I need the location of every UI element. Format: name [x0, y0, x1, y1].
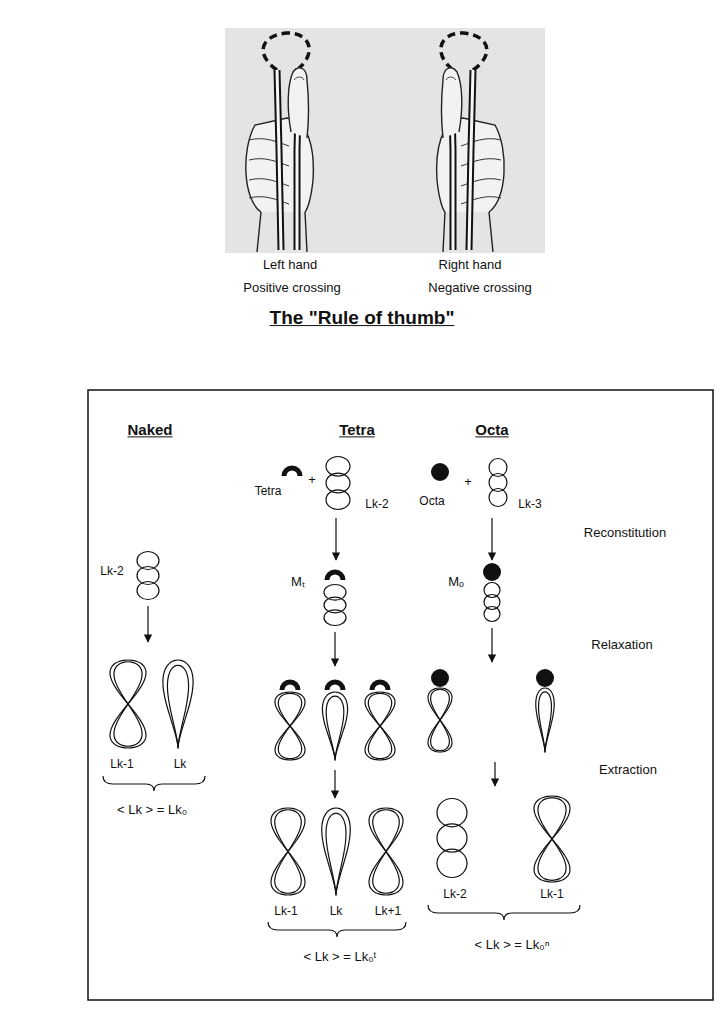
figure-eight-loop	[431, 689, 450, 750]
tetramer-symbol	[372, 682, 388, 690]
figure-label: +	[464, 475, 472, 490]
supercoil-loop	[326, 490, 350, 510]
figure-label: Extraction	[599, 763, 657, 778]
group-brace	[428, 905, 580, 920]
octamer-symbol	[483, 563, 501, 581]
figure-label: Lk-3	[518, 498, 541, 512]
figure-label: < Lk > = Lk₀ᵗ	[304, 950, 377, 965]
figure-label: Mₒ	[448, 575, 464, 590]
hand-figures	[246, 33, 504, 252]
figure-label: Lk-1	[274, 905, 297, 919]
figure-eight-loop	[275, 692, 305, 760]
photo-ground	[225, 28, 545, 253]
octamer-symbol	[431, 463, 449, 481]
figure-caption: The "Rule of thumb"	[270, 307, 455, 329]
supercoil-loop	[437, 849, 467, 877]
dna-figures	[103, 457, 580, 938]
figure-eight-loop	[534, 796, 570, 882]
step-arrow	[334, 770, 335, 798]
figure-eight-loop	[368, 693, 391, 758]
figure-eight-loop	[114, 662, 142, 746]
figure-label: Reconstitution	[584, 526, 666, 541]
tetramer-symbol	[284, 468, 300, 476]
supercoil-loop	[324, 597, 346, 613]
figure-label: Lk-1	[540, 888, 563, 902]
column-heading: Octa	[475, 421, 508, 438]
figure-eight-loop	[373, 810, 400, 894]
figure-label: Lk-2	[100, 565, 123, 579]
open-loop	[326, 696, 344, 760]
open-loop	[163, 660, 193, 748]
tetramer-symbol	[282, 682, 298, 690]
step-arrow	[491, 628, 492, 662]
figure-label: +	[308, 473, 316, 488]
hand	[437, 33, 505, 252]
figure-label: Lk+1	[375, 905, 401, 919]
open-loop	[322, 692, 347, 760]
supercoil-loop	[324, 610, 346, 626]
figure-label: Lk	[174, 758, 187, 772]
tetramer-symbol	[327, 572, 343, 580]
supercoil-loop	[489, 489, 507, 507]
step-arrow	[335, 518, 336, 560]
open-loop	[167, 665, 188, 748]
group-brace	[268, 922, 406, 937]
octamer-symbol	[431, 669, 449, 687]
column-heading: Tetra	[339, 421, 375, 438]
open-loop	[326, 813, 346, 895]
figure-label: Mₜ	[291, 575, 305, 590]
figure-label: Left hand	[263, 258, 317, 273]
supercoil-loop	[484, 595, 500, 610]
supercoil-loop	[484, 583, 500, 598]
figure-label: Lk-2	[365, 498, 388, 512]
open-loop	[322, 808, 350, 895]
figure-eight-loop	[538, 798, 566, 881]
supercoil-loop	[137, 582, 159, 600]
hand	[246, 33, 314, 252]
figure-label: < Lk > = Lk₀	[117, 803, 187, 818]
step-arrow	[494, 762, 495, 786]
figure-eight-loop	[428, 688, 452, 752]
figure-label: Positive crossing	[243, 281, 341, 296]
figure-label: Right hand	[439, 258, 502, 273]
supercoil-loop	[437, 824, 467, 852]
figure-eight-loop	[278, 693, 301, 758]
figure-label: < Lk > = Lk₀ⁿ	[475, 938, 550, 953]
column-heading: Naked	[127, 421, 172, 438]
figure-eight-loop	[365, 692, 395, 760]
figure-label: Lk	[330, 905, 343, 919]
open-loop	[539, 692, 552, 752]
panel-frame	[88, 390, 713, 1000]
group-brace	[103, 776, 205, 791]
open-loop	[536, 688, 554, 752]
figure-eight-loop	[271, 808, 305, 895]
supercoil-loop	[437, 799, 467, 827]
figure-label: Negative crossing	[428, 281, 531, 296]
supercoil-loop	[324, 585, 346, 601]
figure-label: Relaxation	[591, 638, 652, 653]
figure-eight-loop	[110, 660, 146, 748]
supercoil-loop	[484, 607, 500, 622]
figure-label: Lk-2	[443, 888, 466, 902]
step-arrow	[334, 632, 335, 666]
octamer-symbol	[536, 669, 554, 687]
figure-eight-loop	[275, 810, 302, 894]
figure-label: Tetra	[255, 485, 282, 499]
figure-label: Octa	[419, 495, 444, 509]
step-arrow	[491, 518, 492, 560]
step-arrow	[147, 606, 148, 642]
figure-label: Lk-1	[110, 758, 133, 772]
figure-eight-loop	[369, 808, 403, 895]
tetramer-symbol	[327, 682, 343, 690]
